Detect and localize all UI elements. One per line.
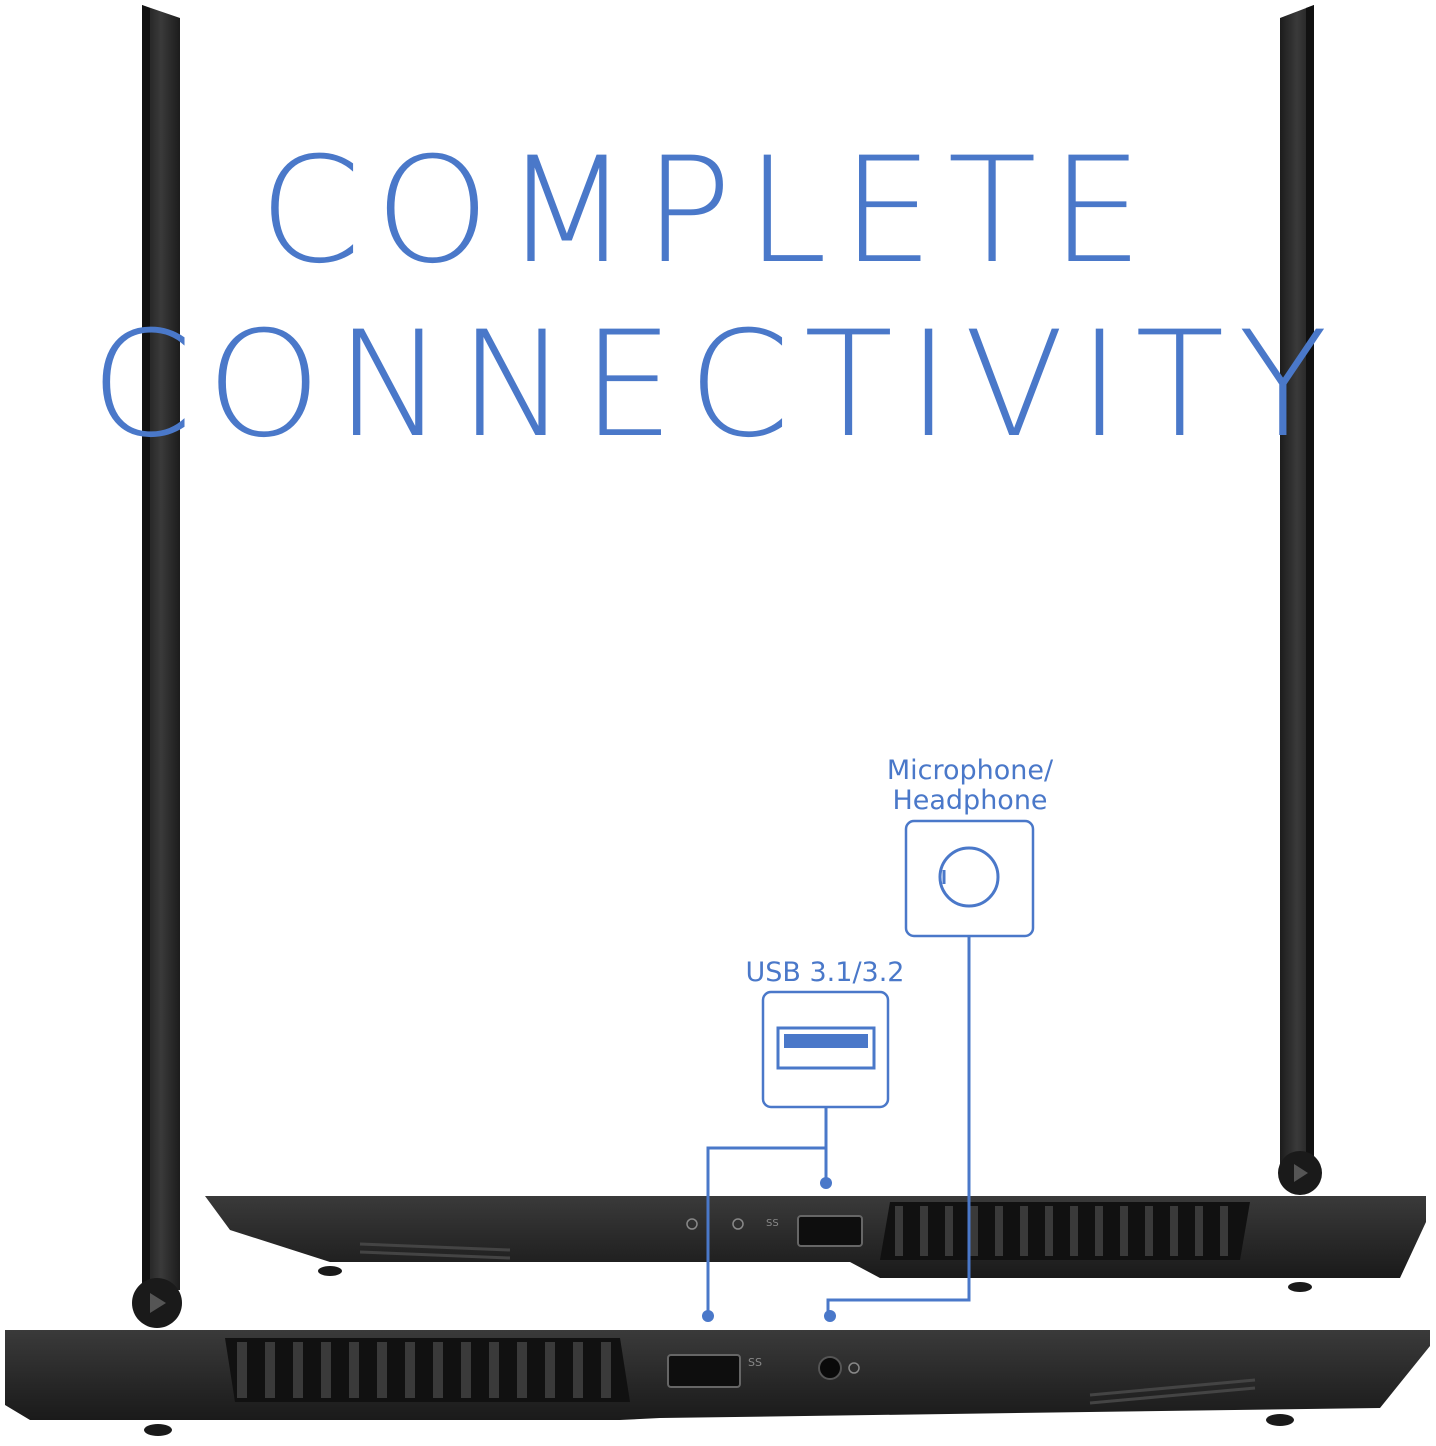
front-side-slots	[1089, 1378, 1256, 1405]
front-audio-jack	[818, 1356, 842, 1380]
front-vent-grille	[237, 1342, 611, 1398]
rear-power-icon	[686, 1218, 698, 1230]
left-screen-edge	[142, 5, 180, 1290]
front-usb-port	[667, 1354, 741, 1388]
mic-label-line-1: Microphone/	[886, 755, 1054, 786]
audio-jack-icon	[938, 846, 1000, 908]
headline-line-2: CONNECTIVITY	[90, 300, 1342, 470]
usb-callout	[702, 990, 890, 1322]
front-usb-symbol-icon: SS	[748, 1356, 762, 1369]
usb-label: USB 3.1/3.2	[745, 957, 905, 988]
rear-side-slots	[359, 1242, 511, 1260]
rear-headphone-icon	[732, 1218, 744, 1230]
mic-label-line-2: Headphone	[892, 785, 1048, 816]
headline-line-1: COMPLETE	[259, 126, 1157, 296]
front-laptop-base: SS	[5, 1278, 1430, 1436]
mic-headphone-label: Microphone/ Headphone	[870, 756, 1070, 816]
rear-usb-symbol-icon: SS	[766, 1218, 779, 1229]
rear-vent-grille	[895, 1206, 1228, 1256]
mic-headphone-callout	[824, 819, 1035, 1322]
right-screen-edge	[1280, 5, 1314, 1170]
rear-usb-port	[797, 1215, 863, 1247]
rear-laptop-base: SS	[205, 1151, 1426, 1292]
front-headphone-icon	[848, 1362, 860, 1374]
